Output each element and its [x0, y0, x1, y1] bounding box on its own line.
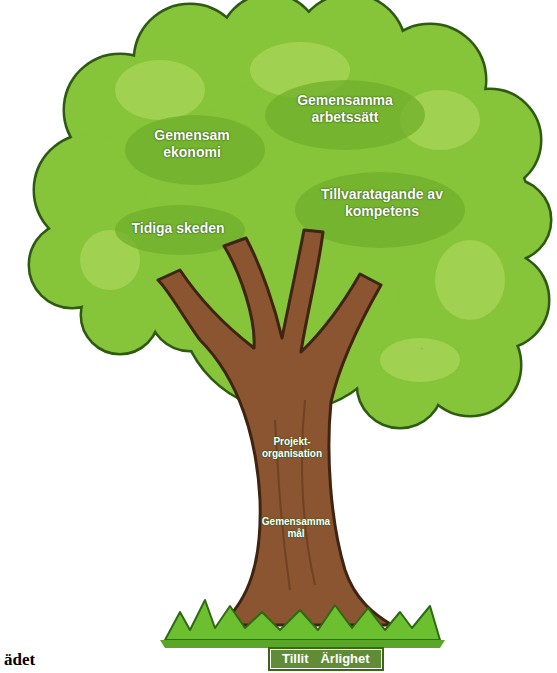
canopy-label: Gemensamma arbetssätt — [280, 92, 410, 126]
canopy-label: Gemensam ekonomi — [137, 127, 247, 161]
canopy-label: Tidiga skeden — [113, 220, 243, 237]
foundation-text: Tillit — [282, 651, 308, 667]
foundation-box: Tillit Ärlighet — [268, 647, 384, 671]
heading-fragment: ädet — [4, 650, 35, 670]
foundation-text: Ärlighet — [320, 651, 369, 667]
canopy-label: Tillvaratagande av kompetens — [302, 186, 462, 220]
trunk-label: Projekt- organisation — [257, 436, 327, 460]
trunk-label: Gemensamma mål — [260, 516, 332, 540]
